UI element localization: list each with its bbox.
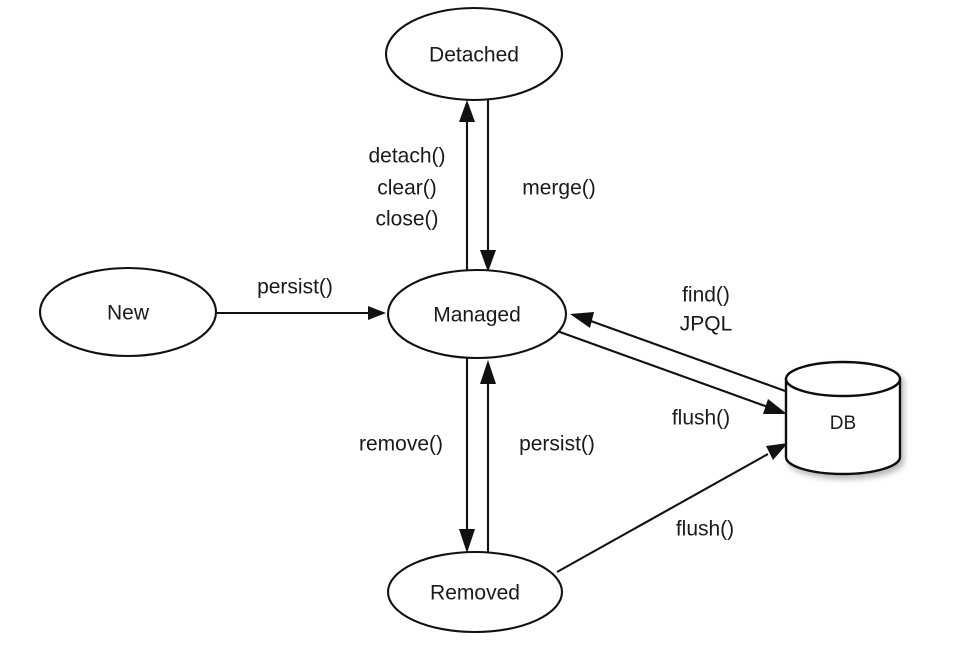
edge-label-close: close() — [375, 208, 438, 231]
edge-label-clear: clear() — [377, 177, 437, 200]
node-new[interactable]: New — [38, 266, 218, 358]
node-detached[interactable]: Detached — [384, 6, 564, 102]
node-removed[interactable]: Removed — [386, 550, 564, 634]
edge-db-to-managed — [570, 312, 789, 393]
new-label: New — [107, 302, 150, 325]
edge-managed-to-db-line — [556, 330, 769, 408]
edge-removed-to-db-line — [556, 453, 769, 573]
removed-ellipse[interactable] — [386, 550, 564, 634]
detached-ellipse[interactable] — [384, 6, 564, 102]
edge-removed-to-db — [556, 443, 788, 573]
db-cylinder-top — [784, 360, 902, 398]
node-db[interactable]: DB — [784, 360, 902, 476]
edge-label-flush-managed: flush() — [672, 407, 730, 430]
edge-label-persist-removed: persist() — [519, 433, 595, 456]
edge-managed-to-detached — [459, 100, 475, 272]
edge-label-detach: detach() — [368, 145, 445, 168]
managed-label: Managed — [433, 304, 521, 327]
detached-label: Detached — [429, 44, 519, 67]
edge-detached-to-managed-arrowhead — [480, 250, 496, 272]
managed-ellipse[interactable] — [386, 268, 568, 360]
db-label: DB — [830, 413, 856, 434]
edge-removed-to-db-arrowhead — [766, 443, 788, 460]
edge-label-remove: remove() — [359, 433, 443, 456]
edge-managed-to-removed — [459, 357, 475, 553]
edge-db-to-managed-line — [587, 319, 789, 393]
edge-managed-to-detached-arrowhead — [459, 100, 475, 122]
edge-managed-to-removed-arrowhead — [459, 529, 475, 553]
edge-label-persist-new: persist() — [257, 276, 333, 299]
edge-label-jpql: JPQL — [680, 313, 733, 336]
edge-new-to-managed-arrowhead — [368, 306, 386, 320]
new-ellipse[interactable] — [38, 266, 218, 358]
edge-removed-to-managed — [480, 360, 496, 556]
edge-detached-to-managed — [480, 98, 496, 272]
edge-label-flush-removed: flush() — [676, 518, 734, 541]
removed-label: Removed — [430, 582, 520, 605]
db-cylinder-body[interactable] — [784, 377, 902, 476]
edge-label-merge: merge() — [522, 177, 596, 200]
edge-label-find: find() — [682, 284, 730, 307]
edge-managed-to-db — [556, 330, 787, 414]
edge-managed-to-db-arrowhead — [763, 399, 787, 414]
edge-db-to-managed-arrowhead — [570, 312, 594, 328]
edge-new-to-managed — [217, 306, 386, 320]
node-managed[interactable]: Managed — [386, 268, 568, 360]
edge-removed-to-managed-arrowhead — [480, 360, 496, 384]
